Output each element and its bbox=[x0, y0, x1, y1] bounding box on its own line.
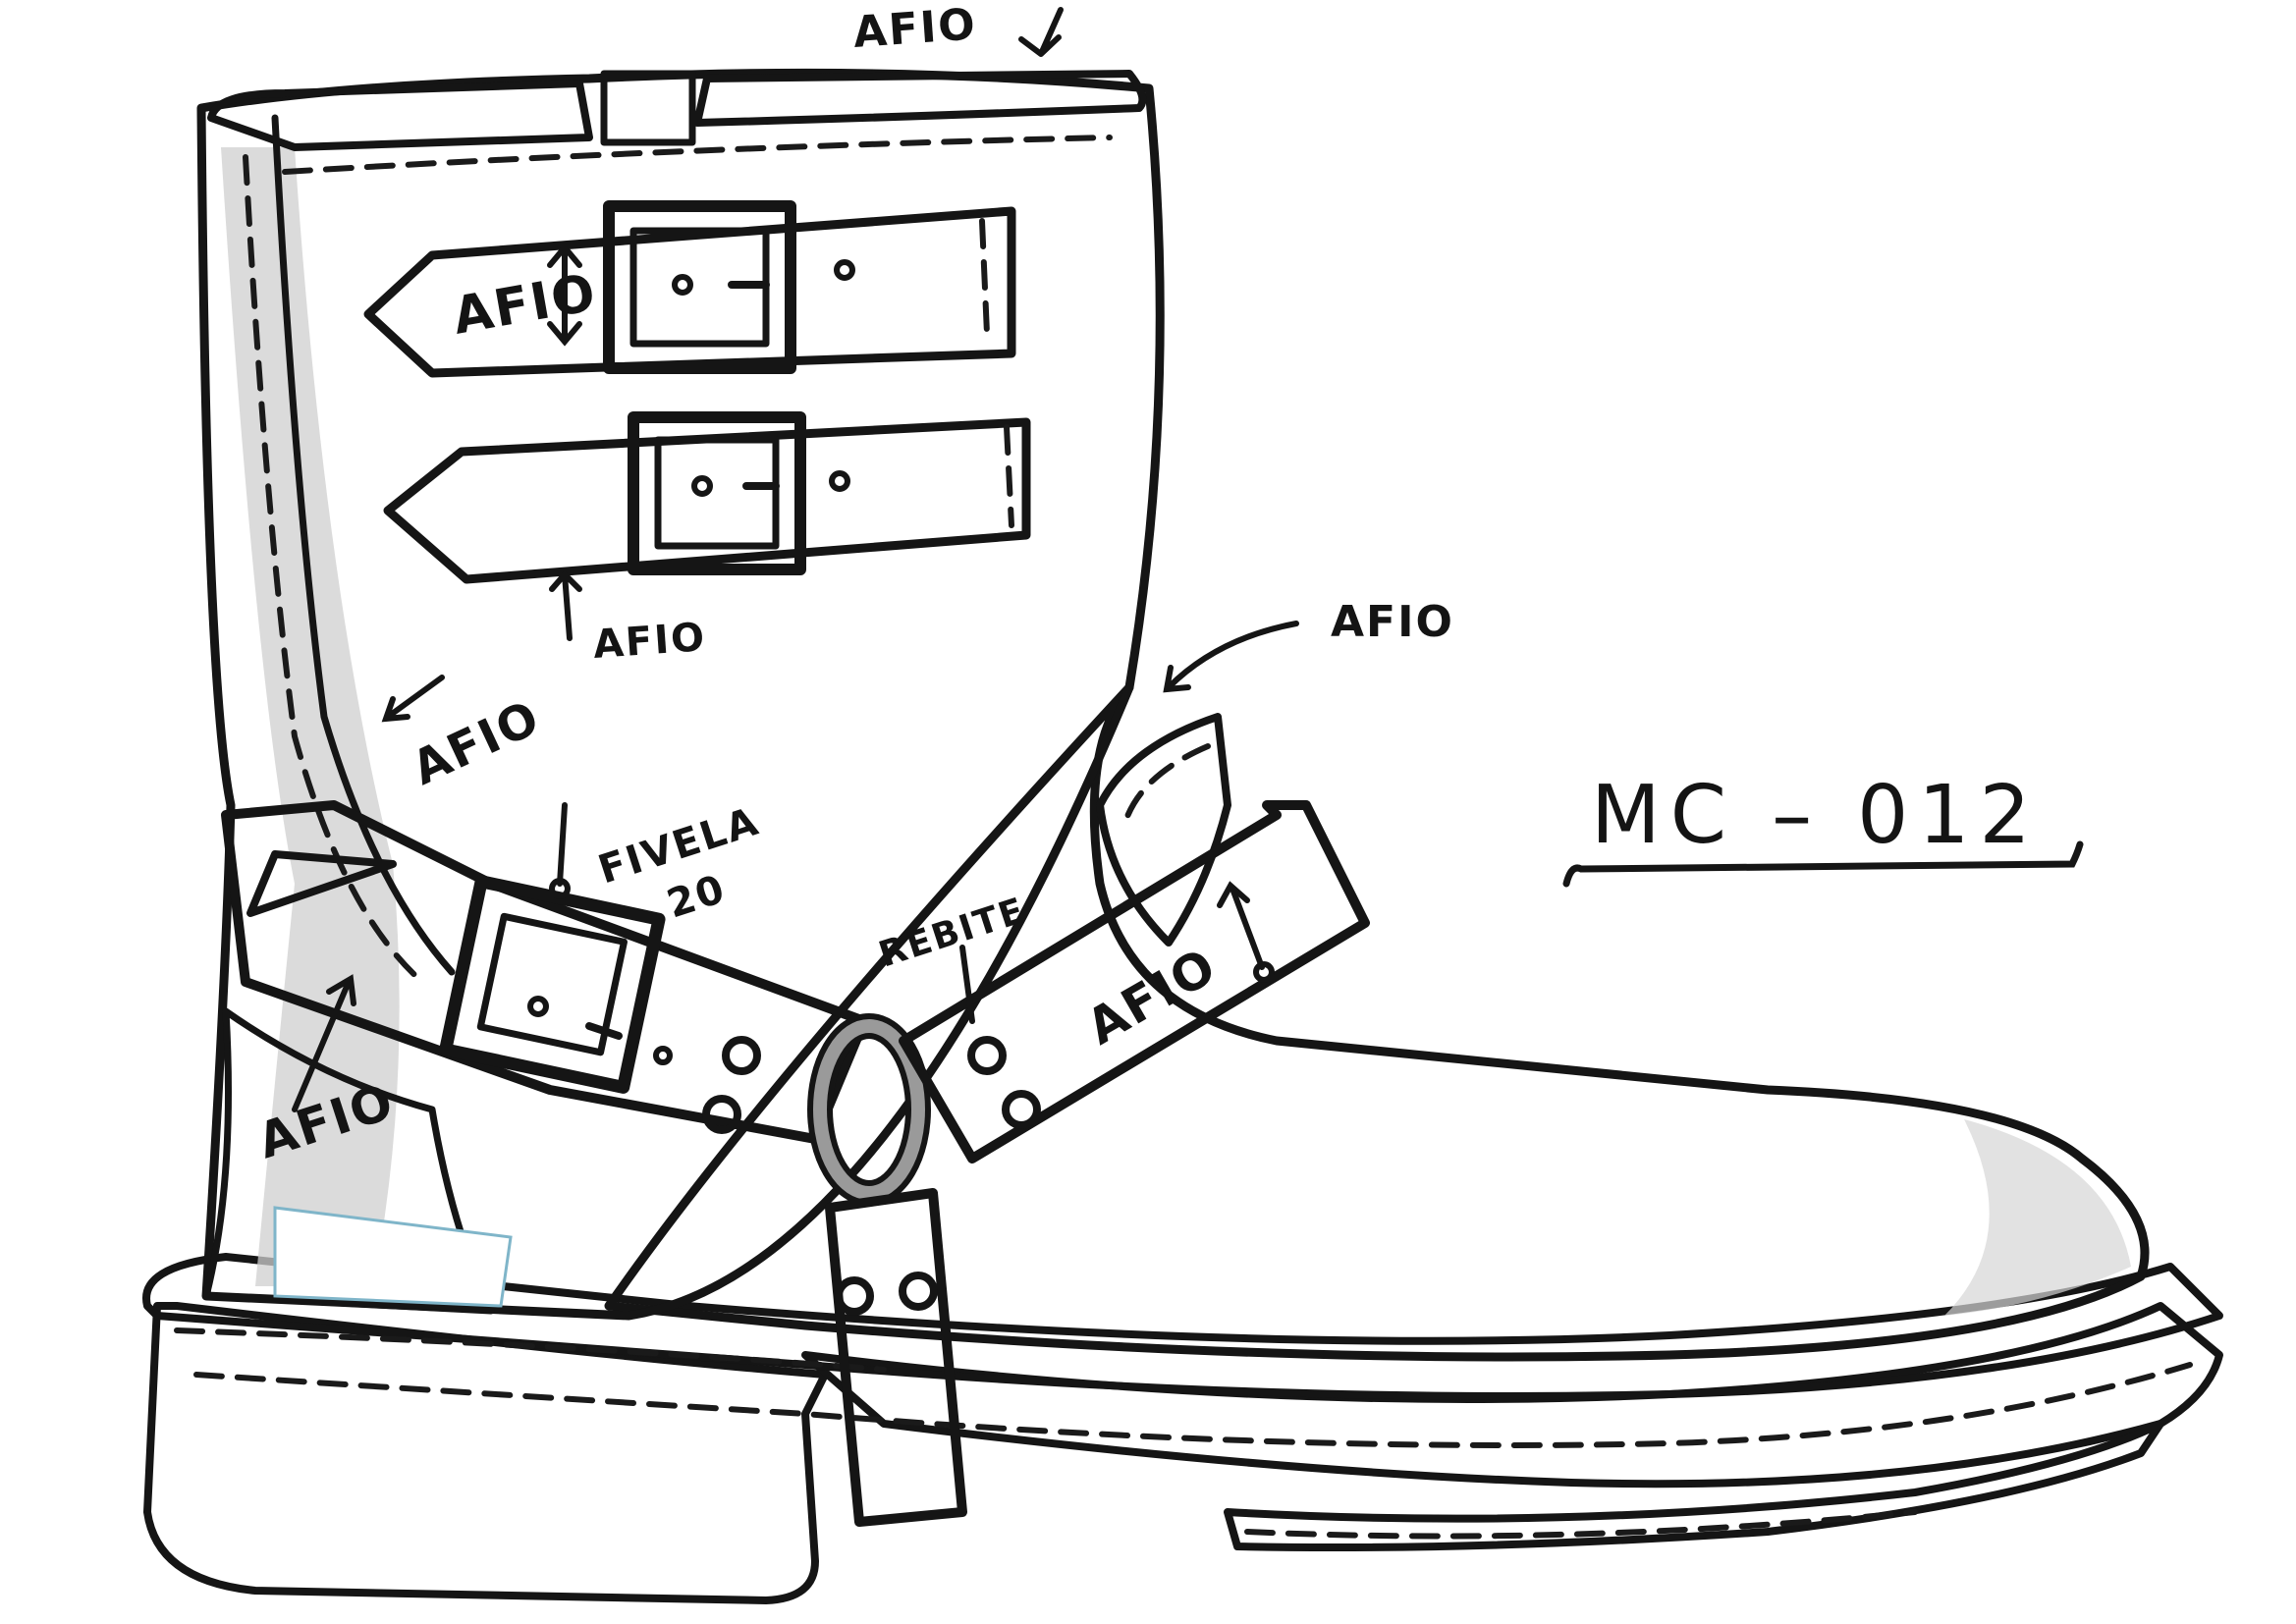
harness-strap-left-tip bbox=[246, 850, 397, 917]
hole-left-small bbox=[653, 1046, 673, 1065]
collar-stitching bbox=[282, 135, 1113, 175]
ankle-panel-stitching bbox=[1121, 743, 1211, 828]
arrow-rebite bbox=[959, 945, 975, 1024]
buckle-2 bbox=[628, 411, 806, 575]
harness bbox=[221, 800, 1370, 1527]
strap-1-end-stitching bbox=[979, 218, 990, 337]
ankle-panel bbox=[1096, 713, 1231, 947]
shaft-strap-2 bbox=[383, 411, 1031, 584]
heel-block bbox=[143, 1302, 829, 1604]
label-rebite: REBITE bbox=[874, 891, 1030, 976]
arrow-strap2 bbox=[549, 569, 582, 641]
buckle-2-inner bbox=[654, 436, 780, 550]
harness-strap-under bbox=[825, 1188, 967, 1527]
rivet-right-1 bbox=[967, 1036, 1007, 1075]
label-fivela-size: 20 bbox=[662, 866, 732, 927]
strap-1-hole bbox=[834, 259, 855, 281]
strap-1-hole bbox=[672, 274, 693, 296]
arrow-fivela-dot bbox=[549, 878, 571, 899]
arrow-strap1-thickness bbox=[547, 243, 582, 347]
rivet-right-2 bbox=[1002, 1090, 1041, 1129]
label-afio-right: AFIO bbox=[1331, 597, 1454, 647]
shaft-strap-1 bbox=[363, 200, 1016, 378]
top-lining bbox=[207, 80, 593, 151]
sole-tread bbox=[1224, 1420, 2164, 1551]
buckle-1 bbox=[603, 200, 796, 374]
strap-1-body bbox=[363, 206, 1016, 378]
back-seam-stitching bbox=[243, 154, 425, 985]
toe-shading bbox=[1944, 1119, 2131, 1316]
strap-2-end-stitching bbox=[1004, 424, 1014, 528]
top-lining-right bbox=[693, 70, 1147, 127]
welt-stitching bbox=[193, 1362, 2193, 1448]
label-afio-strap1: AFIO bbox=[449, 263, 602, 347]
vamp bbox=[604, 682, 2150, 1362]
model-code-underline bbox=[1562, 840, 2084, 888]
heel-highlight bbox=[273, 1206, 513, 1308]
harness-buckle-inner bbox=[476, 912, 628, 1056]
heel-stitching bbox=[174, 1327, 887, 1373]
arrow-harness-right-dot bbox=[1253, 961, 1275, 983]
harness-ring-metal bbox=[813, 1019, 925, 1200]
label-afio-strap2: AFIO bbox=[591, 615, 707, 668]
label-afio-shaft: AFIO bbox=[404, 689, 548, 795]
harness-hole bbox=[527, 996, 549, 1017]
rivet-left-1 bbox=[722, 1036, 761, 1075]
back-seam bbox=[271, 114, 456, 976]
label-afio-harness-right: AFIO bbox=[1077, 937, 1227, 1056]
model-code: MC – 012 bbox=[1591, 769, 2041, 862]
strap-2-body bbox=[383, 417, 1031, 584]
arrow-top bbox=[1018, 7, 1064, 57]
harness-buckle bbox=[439, 875, 666, 1094]
rivet-under-2 bbox=[899, 1272, 938, 1311]
zipper-pull bbox=[600, 70, 696, 146]
rivet-under-1 bbox=[835, 1276, 874, 1316]
strap-2-hole bbox=[691, 475, 713, 497]
harness-strap-left bbox=[221, 800, 869, 1144]
label-afio-top: AFIO bbox=[851, 0, 978, 58]
strap-2-hole bbox=[829, 470, 850, 492]
harness-buckle-prong bbox=[585, 1022, 623, 1040]
arrow-harness-right bbox=[1217, 881, 1265, 970]
arrow-right bbox=[1163, 621, 1299, 693]
rivet-left-2 bbox=[702, 1095, 741, 1134]
arrow-shaft bbox=[381, 675, 445, 723]
annotation-arrows bbox=[292, 7, 1299, 1112]
model-code-block: MC – 012 bbox=[1562, 769, 2084, 888]
sole-bottom-stitching bbox=[1244, 1509, 1918, 1540]
arrow-fivela bbox=[557, 802, 568, 887]
arrow-harness-left bbox=[292, 974, 356, 1112]
harness-strap-right bbox=[899, 800, 1370, 1164]
